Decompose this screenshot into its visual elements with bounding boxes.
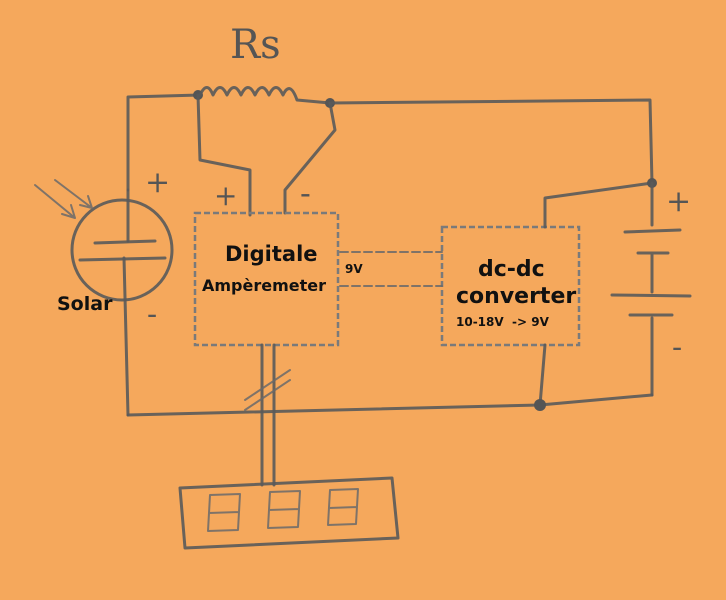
ammeter-lead-minus	[283, 101, 337, 215]
solar-cell-plate-top	[93, 239, 157, 245]
display-digit-1	[207, 493, 241, 532]
wire-top-right	[328, 98, 654, 185]
light-arrow-2	[54, 179, 93, 209]
wire-bottom	[126, 393, 654, 417]
ammeter-plus-sign: +	[214, 179, 238, 212]
wire-converter-ground	[538, 343, 547, 407]
supply-voltage-label: 9V	[345, 262, 363, 276]
solar-cell-lead-bottom	[122, 256, 130, 417]
ammeter-box	[193, 211, 340, 347]
solar-minus-sign: -	[147, 297, 158, 332]
display-digit-3	[327, 488, 359, 526]
bus-slash	[244, 369, 291, 411]
wire-converter-to-battery	[543, 181, 654, 229]
converter-title: dc-dc	[478, 257, 545, 282]
solar-cell-plate-bottom	[78, 256, 167, 262]
ammeter-subtitle: Ampèremeter	[202, 276, 327, 295]
resistor-symbol	[198, 86, 332, 105]
ammeter-minus-sign: -	[300, 174, 311, 212]
battery-minus-sign: -	[672, 330, 683, 365]
ammeter-title: Digitale	[225, 242, 318, 266]
display-digit-2	[267, 490, 301, 529]
solar-plus-sign: +	[145, 165, 171, 200]
battery-symbol	[610, 181, 692, 317]
display-outline	[178, 476, 400, 550]
battery-plus-sign: +	[666, 184, 692, 219]
ammeter-lead-plus	[196, 93, 252, 217]
solar-label: Solar	[57, 293, 113, 315]
converter-range: 10-18V -> 9V	[456, 315, 549, 329]
converter-subtitle: converter	[456, 284, 577, 309]
display-bus	[260, 343, 276, 487]
wire-top-left	[126, 93, 202, 192]
solar-cell-symbol	[70, 198, 174, 302]
light-arrow-1	[34, 184, 76, 219]
resistor-label: Rs	[230, 22, 281, 68]
junction-ground	[534, 399, 546, 411]
